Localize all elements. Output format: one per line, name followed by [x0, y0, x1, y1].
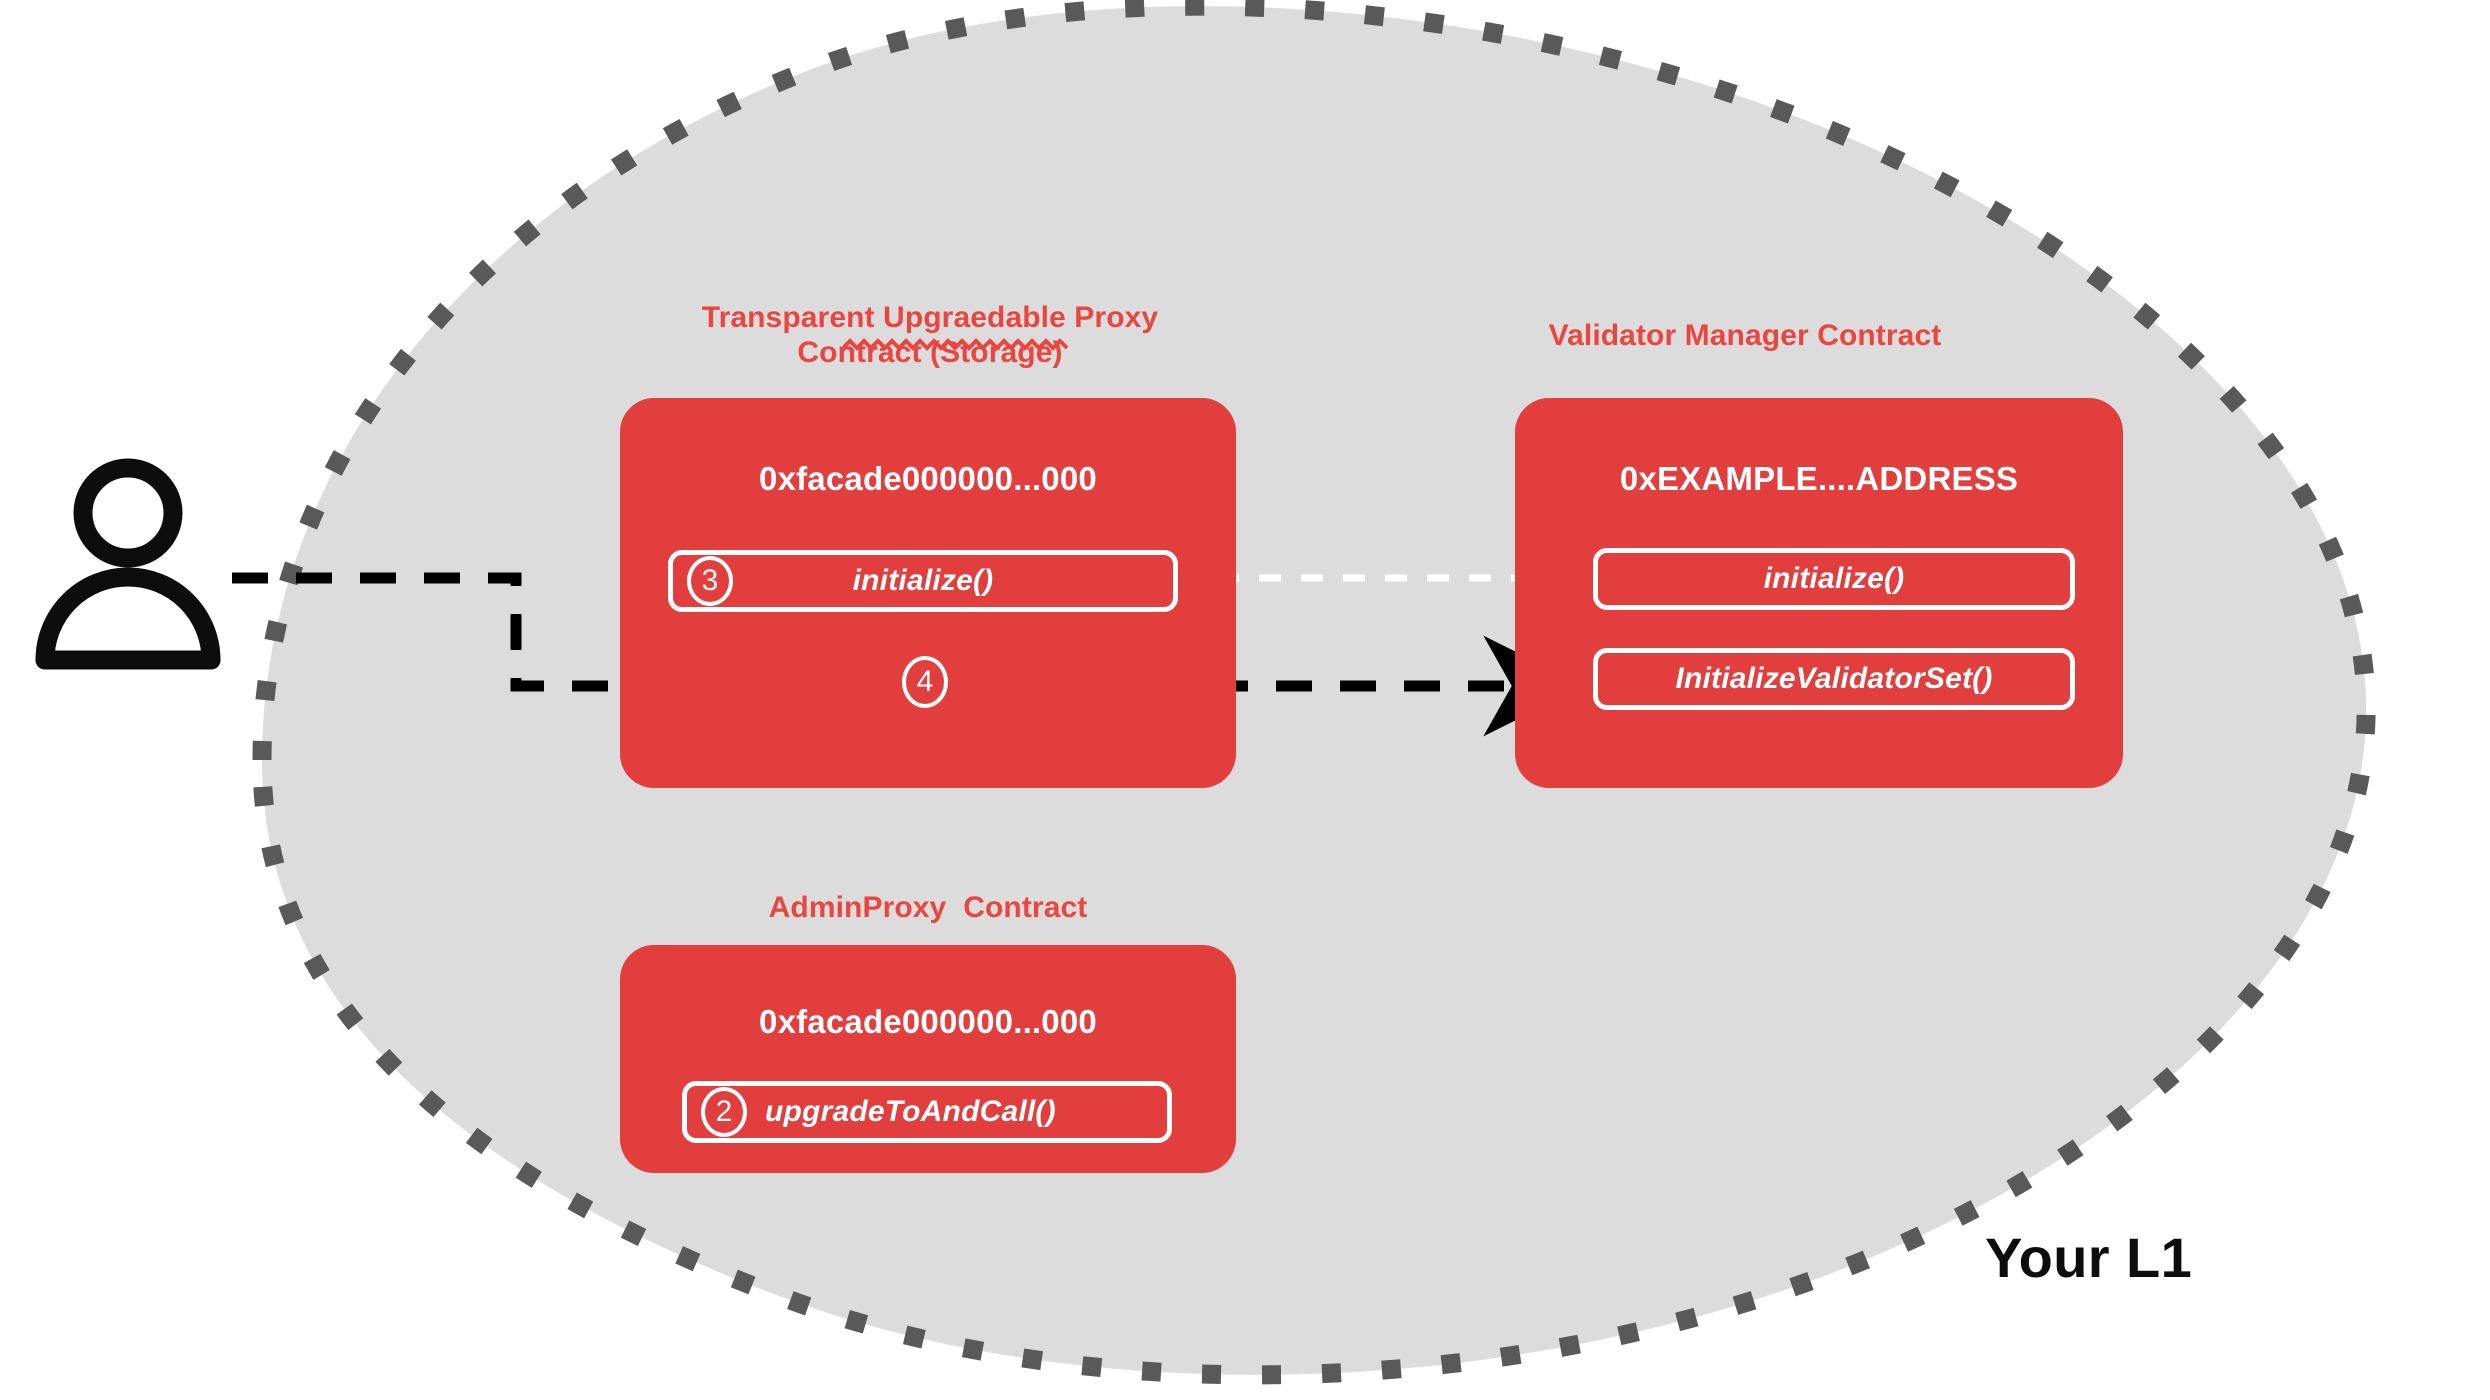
contract-address-admin-proxy: 0xfacade000000...000	[759, 1003, 1097, 1040]
function-label-admin-upgrade-to-and-call: upgradeToAndCall()	[765, 1095, 1056, 1128]
function-pill-vm-initialize-validator-set[interactable]: InitializeValidatorSet()	[1593, 648, 2075, 710]
contract-title-validator-manager: Validator Manager Contract	[1548, 319, 1942, 352]
step-badge-3: 3	[687, 556, 733, 606]
contract-title-admin-proxy: AdminProxy Contract	[768, 891, 1088, 924]
contract-card-validator-manager[interactable]: 0xEXAMPLE....ADDRESS initialize() Initia…	[1515, 398, 2123, 788]
step-badge-2: 2	[701, 1087, 747, 1137]
person-icon	[35, 458, 221, 670]
function-pill-proxy-initialize[interactable]: 3 initialize()	[668, 550, 1178, 612]
contract-title-transparent-upgradeable-proxy: Transparent Upgraedable Proxy Contract (…	[701, 301, 1159, 370]
region-label-your-l1: Your L1	[1985, 1226, 2193, 1289]
function-label-vm-initialize: initialize()	[1763, 562, 1905, 595]
function-label-vm-initialize-validator-set: InitializeValidatorSet()	[1675, 662, 1993, 695]
function-pill-vm-initialize[interactable]: initialize()	[1593, 548, 2075, 610]
function-pill-admin-upgrade-to-and-call[interactable]: 2 upgradeToAndCall()	[682, 1081, 1172, 1143]
contract-card-admin-proxy[interactable]: 0xfacade000000...000 2 upgradeToAndCall(…	[620, 945, 1236, 1173]
step-badge-4: 4	[902, 656, 948, 708]
contract-address-validator-manager: 0xEXAMPLE....ADDRESS	[1619, 460, 2019, 497]
function-label-proxy-initialize: initialize()	[852, 564, 994, 597]
contract-address-proxy: 0xfacade000000...000	[759, 460, 1097, 497]
contract-card-transparent-upgradeable-proxy[interactable]: 0xfacade000000...000 3 initialize() 4	[620, 398, 1236, 788]
